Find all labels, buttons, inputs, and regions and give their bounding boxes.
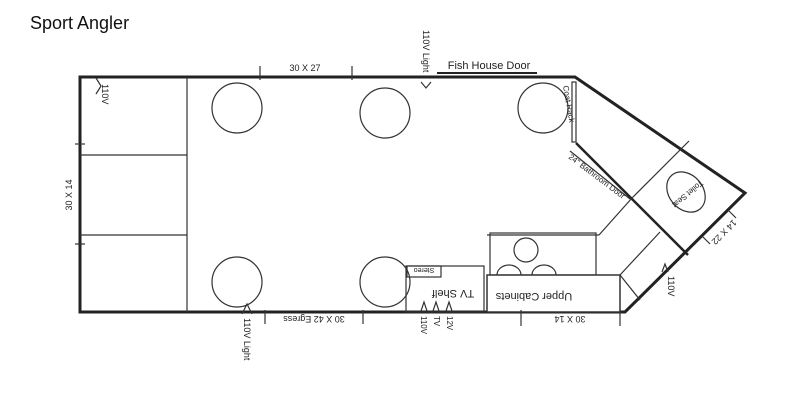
stereo [406,265,442,278]
egress-label: 30 X 42 Egress [283,314,345,324]
fishing-hole [517,82,569,134]
right-outlet-label: 110V [666,276,676,296]
counter-edge [619,274,641,301]
fishing-hole [211,256,263,308]
stove [489,232,597,276]
bathroom-door-label: 24" Bathroom Door [567,152,627,200]
window-tick [727,209,737,219]
outlet-marker [661,262,669,273]
burner [531,264,557,276]
upper-cabinets-label: Upper Cabinets [495,290,572,302]
left-outlet-label: 110V [100,84,110,104]
tv-12v-label: 12V [445,316,454,331]
bottom-light-label: 110V Light [242,318,252,361]
top-light-label: 110V Light [421,30,431,73]
counter-edge [619,231,661,276]
fishing-hole [359,256,411,308]
coat-rack [571,81,577,143]
bottom-window-label: 30 X 14 [554,314,585,324]
burner [496,264,522,276]
bathroom-partition [631,140,690,199]
left-window-label: 30 X 14 [64,179,74,210]
toilet-label: Toilet Seat [670,178,705,209]
tv-110v-label: 110V [419,316,428,335]
upper-cabinets [486,274,621,313]
tv-shelf-label: TV Shelf [431,287,474,299]
counter-edge [598,197,633,236]
bathroom-door[interactable] [569,150,631,200]
bathroom-wall [575,142,689,256]
light-marker [420,81,432,89]
tv-shelf [405,265,485,313]
outlet-markers [420,300,453,312]
outlet-marker [95,77,102,95]
toilet-seat [666,171,706,213]
top-window-label: 30 X 27 [289,63,320,73]
fishing-hole [359,87,411,139]
light-marker [241,302,253,315]
window-tick [701,235,711,245]
stereo-label: Stereo [414,266,435,273]
burner [513,237,539,263]
fishing-hole [211,82,263,134]
door-label: Fish House Door [448,60,531,72]
tv-label: TV [432,316,441,327]
floor-plan-title: Sport Angler [30,13,130,33]
